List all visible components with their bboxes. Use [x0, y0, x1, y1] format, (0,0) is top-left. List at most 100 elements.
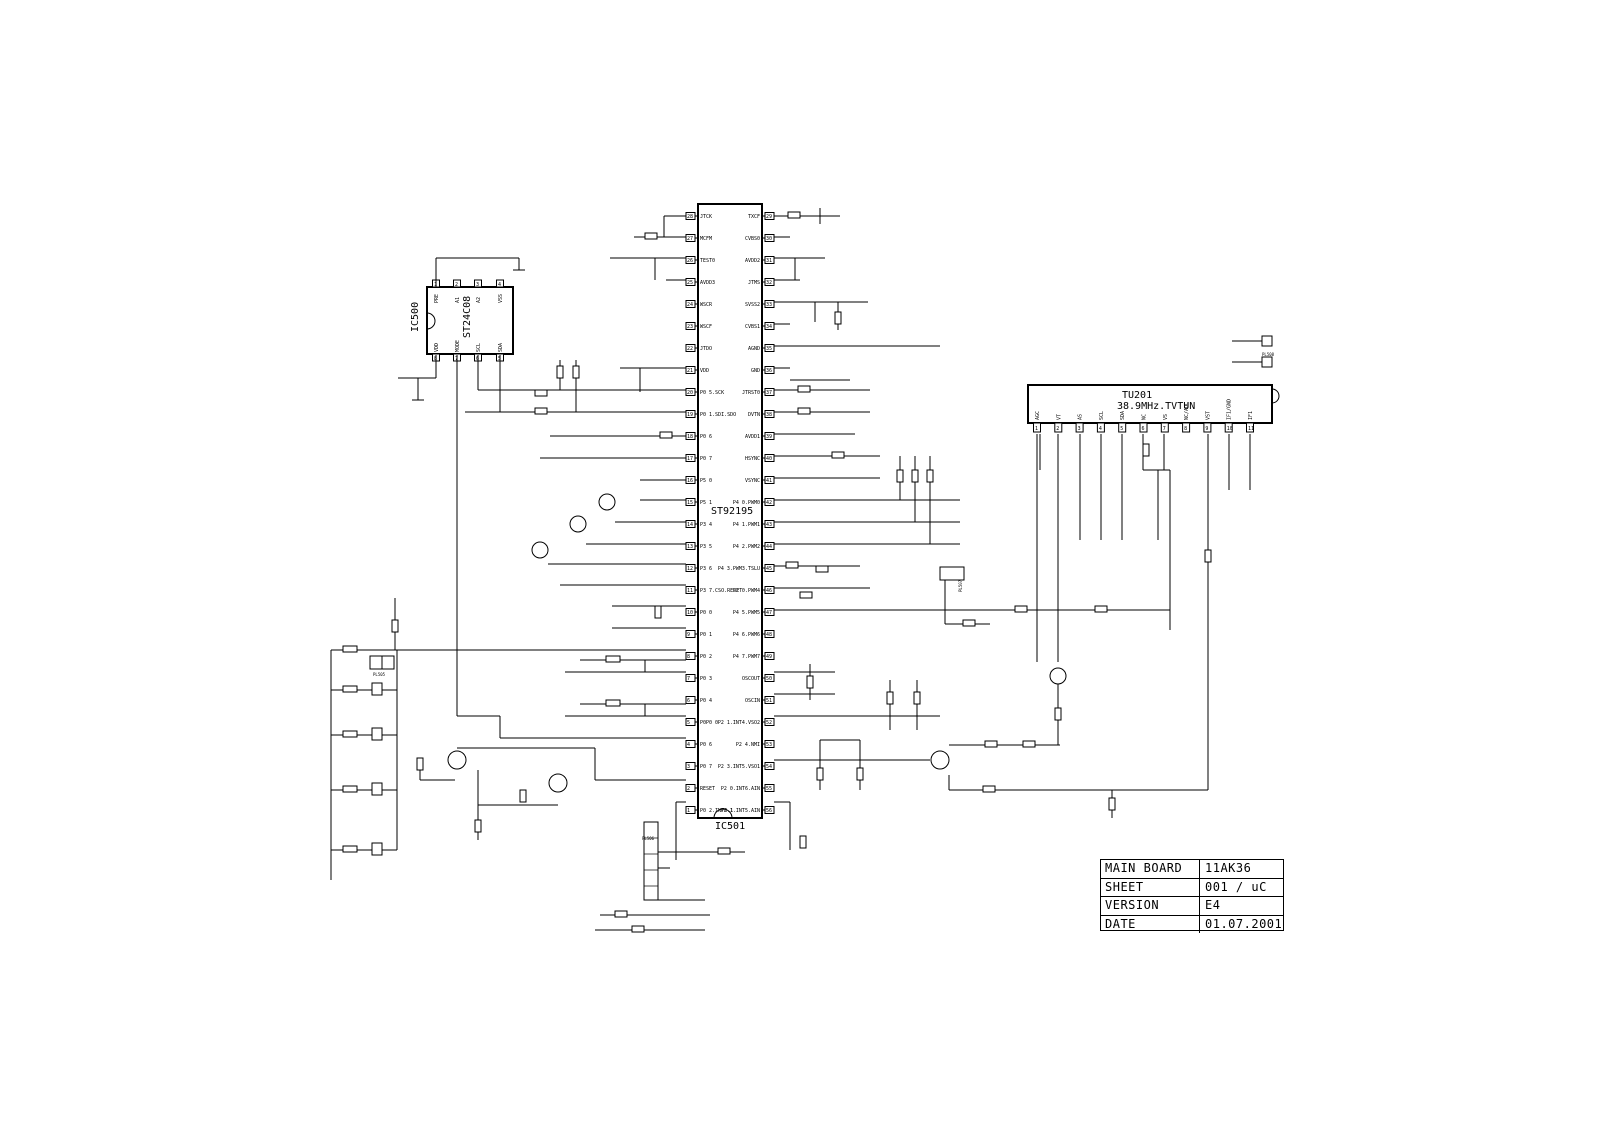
- pin-label: VT: [1056, 414, 1062, 420]
- pin-number: 1: [687, 808, 690, 814]
- pin-label: P2 0.PWM4: [733, 588, 760, 594]
- pin-label: P0 6: [700, 434, 712, 440]
- pin-label: P0 7: [700, 764, 712, 770]
- pin-label: NC: [1142, 414, 1148, 420]
- ic500-part-label: ST24C08: [462, 296, 473, 338]
- title-label: SHEET: [1101, 878, 1200, 896]
- ic501-pin-31: 31 AVDD2: [745, 256, 775, 264]
- pin-number: 9: [1205, 426, 1208, 432]
- pin-number: 42: [766, 500, 772, 506]
- pin-label: AGND: [748, 346, 760, 352]
- title-label: MAIN BOARD: [1101, 860, 1200, 878]
- pin-label: SCL: [1099, 411, 1105, 420]
- pin-number: 31: [766, 258, 772, 264]
- pin-number: 3: [476, 282, 479, 288]
- pin-label: P2 1.INT4.VSO2: [718, 720, 760, 726]
- pin-label: P2 0.INT6.AIN: [721, 786, 760, 792]
- pl505-label: PL505: [373, 672, 386, 677]
- pin-label: P5 1: [700, 500, 712, 506]
- title-row-version: VERSION E4: [1101, 897, 1283, 916]
- pin-number: 10: [1227, 426, 1233, 432]
- pin-number: 19: [687, 412, 693, 418]
- pin-label: JTDO: [700, 346, 712, 352]
- pin-label: AVDD1: [745, 434, 760, 440]
- pin-number: 2: [455, 282, 458, 288]
- pin-label: P3 7.CSO.RESET: [700, 588, 742, 594]
- pin-number: 11: [687, 588, 693, 594]
- title-value: E4: [1205, 898, 1221, 912]
- pin-number: 47: [766, 610, 772, 616]
- pin-label: P4 6.PWM6: [733, 632, 760, 638]
- ic500-ref-label: IC500: [410, 302, 421, 332]
- pin-label: P0 3: [700, 676, 712, 682]
- tu201-tuner: TU201 38.9MHz.TVTUN 1AGC2VT3AS4SCL5SDA6N…: [1027, 384, 1280, 433]
- tu201-pin-6: 6 NC: [1139, 414, 1148, 433]
- pin-label: VDD: [434, 343, 440, 352]
- pin-number: 13: [687, 544, 693, 550]
- pin-number: 54: [766, 764, 772, 770]
- title-value: 001 / uC: [1205, 879, 1267, 894]
- pin-number: 43: [766, 522, 772, 528]
- pin-label: IF1: [1248, 411, 1254, 420]
- ic501-pin-18: 18 P0 6: [685, 432, 712, 440]
- pin-number: 32: [766, 280, 772, 286]
- pin-number: 6: [687, 698, 690, 704]
- pin-number: 37: [766, 390, 772, 396]
- title-label: DATE: [1101, 915, 1200, 933]
- pin-label: P4 5.PWM5: [733, 610, 760, 616]
- pin-label: AVDD2: [745, 258, 760, 264]
- pin-label: RESET: [700, 786, 715, 792]
- ic501-pin-13: 13 P3 5: [685, 542, 712, 550]
- title-label: VERSION: [1101, 897, 1200, 915]
- pin-number: 4: [498, 282, 501, 288]
- pin-number: 36: [766, 368, 772, 374]
- pin-label: P2 1.INT5.AIN: [721, 808, 760, 814]
- pin-number: 6: [1142, 426, 1145, 432]
- pin-label: P0 2: [700, 654, 712, 660]
- pin-number: 17: [687, 456, 693, 462]
- pin-number: 5: [687, 720, 690, 726]
- pin-number: 28: [687, 214, 693, 220]
- pin-label: JTRST0: [742, 390, 760, 396]
- pin-label: P4 0.PWM0: [733, 500, 760, 506]
- pin-label: P3 5: [700, 544, 712, 550]
- pin-label: AVDD3: [700, 280, 715, 286]
- pin-number: 4: [687, 742, 690, 748]
- pin-label: TXCF: [748, 214, 760, 220]
- pin-label: A2: [476, 297, 482, 303]
- ic501-ref-label: IC501: [715, 821, 745, 832]
- pin-label: NC/ADC: [1184, 402, 1190, 420]
- pl508-label: PL508: [1262, 352, 1275, 357]
- pin-label: P0 1.SDI.SDO: [700, 412, 736, 418]
- pin-label: P4 3.PWM3.TSLU: [718, 566, 760, 572]
- ic500-pin-3: 3A2: [474, 279, 482, 303]
- pin-number: 18: [687, 434, 693, 440]
- pin-number: 33: [766, 302, 772, 308]
- pin-number: 38: [766, 412, 772, 418]
- tu201-pin-8: 8NC/ADC: [1182, 402, 1191, 433]
